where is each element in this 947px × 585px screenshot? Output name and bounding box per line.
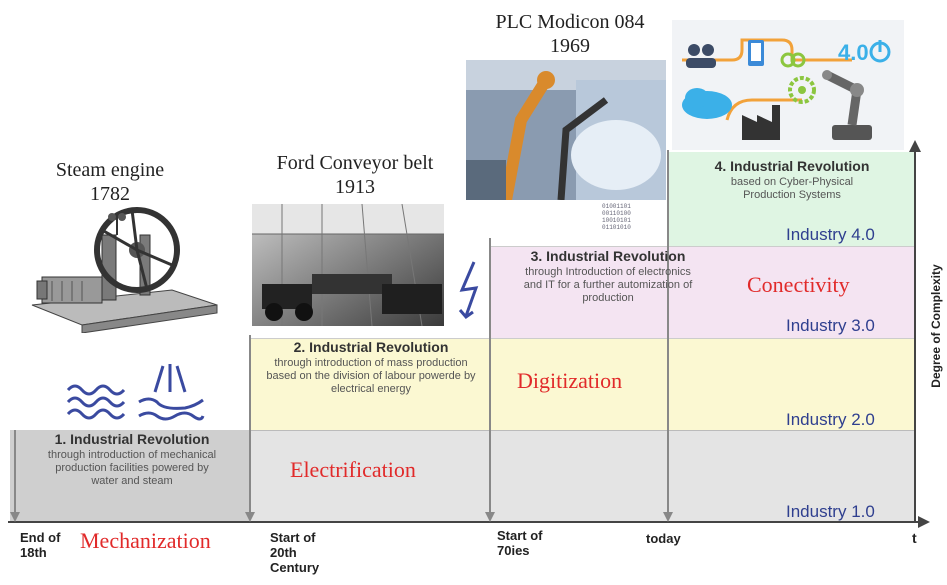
timeline-label-end18: End of 18th <box>20 530 61 560</box>
timeline-marker-end18 <box>14 430 16 520</box>
steam-engine-illustration <box>22 205 222 333</box>
ford-conveyor-caption: Ford Conveyor belt 1913 <box>240 151 470 199</box>
plc-robot-photo <box>466 60 666 200</box>
timeline-label-start20: Start of 20th Century <box>270 530 320 575</box>
revolution-2-box: 2. Industrial Revolution through introdu… <box>258 339 484 396</box>
revolution-4-box: 4. Industrial Revolution based on Cyber-… <box>672 158 912 202</box>
band-industry-4 <box>668 152 915 246</box>
timeline-marker-start70 <box>489 238 491 520</box>
band-industry-1-extension <box>250 430 915 522</box>
keyword-electrification: Electrification <box>290 457 416 482</box>
x-axis-label-t: t <box>912 530 917 546</box>
revolution-2-desc: through introduction of mass production … <box>266 357 476 395</box>
water-icon <box>66 384 126 420</box>
lightning-icon <box>458 261 479 320</box>
ford-conveyor-photo <box>252 204 444 326</box>
industry-label-3-0: Industry 3.0 <box>786 316 875 335</box>
plc-year: 1969 <box>550 35 590 57</box>
revolution-4-title: 4. Industrial Revolution <box>714 158 870 174</box>
revolution-4-desc: based on Cyber-Physical Production Syste… <box>730 176 854 201</box>
ford-conveyor-name: Ford Conveyor belt <box>276 152 434 174</box>
revolution-3-title: 3. Industrial Revolution <box>530 248 686 264</box>
industry-label-1-0: Industry 1.0 <box>786 502 875 521</box>
timeline-marker-start20 <box>249 335 251 520</box>
timeline-label-start70: Start of 70ies <box>497 528 543 558</box>
keyword-digitization: Digitization <box>517 368 623 393</box>
timeline-marker-today <box>667 150 669 520</box>
steam-engine-name: Steam engine <box>55 159 165 181</box>
timeline-label-today: today <box>646 531 681 546</box>
band-divider-2 <box>250 338 915 339</box>
band-industry-2 <box>250 338 915 430</box>
y-axis-label: Degree of Complexity <box>929 264 943 388</box>
ford-conveyor-year: 1913 <box>335 176 375 198</box>
steam-icon <box>138 364 205 421</box>
keyword-mechanization: Mechanization <box>80 528 211 553</box>
revolution-2-title: 2. Industrial Revolution <box>293 339 449 355</box>
band-industry-1 <box>10 430 250 522</box>
revolution-3-box: 3. Industrial Revolution through Introdu… <box>494 248 722 305</box>
steam-engine-caption: Steam engine 1782 <box>20 158 200 206</box>
band-divider-3 <box>490 246 915 247</box>
steam-engine-year: 1782 <box>90 183 130 205</box>
revolution-1-box: 1. Industrial Revolution through introdu… <box>18 431 246 488</box>
band-industry-3 <box>490 246 915 338</box>
revolution-1-desc: through introduction of mechanical produ… <box>47 449 217 487</box>
industry-4-illustration <box>672 20 904 150</box>
revolution-1-title: 1. Industrial Revolution <box>54 431 210 447</box>
industry-label-4-0: Industry 4.0 <box>786 225 875 244</box>
industry-4-badge: 4.0 <box>838 40 869 65</box>
binary-text: 01001101 00110100 10010101 01101010 <box>602 203 631 231</box>
revolution-3-desc: through Introduction of electronics and … <box>523 266 693 304</box>
plc-caption: PLC Modicon 084 1969 <box>460 10 680 58</box>
plc-name: PLC Modicon 084 <box>495 11 645 33</box>
band-divider-1 <box>250 430 915 431</box>
keyword-conectivity: Conectivity <box>747 272 850 297</box>
industry-label-2-0: Industry 2.0 <box>786 410 875 429</box>
